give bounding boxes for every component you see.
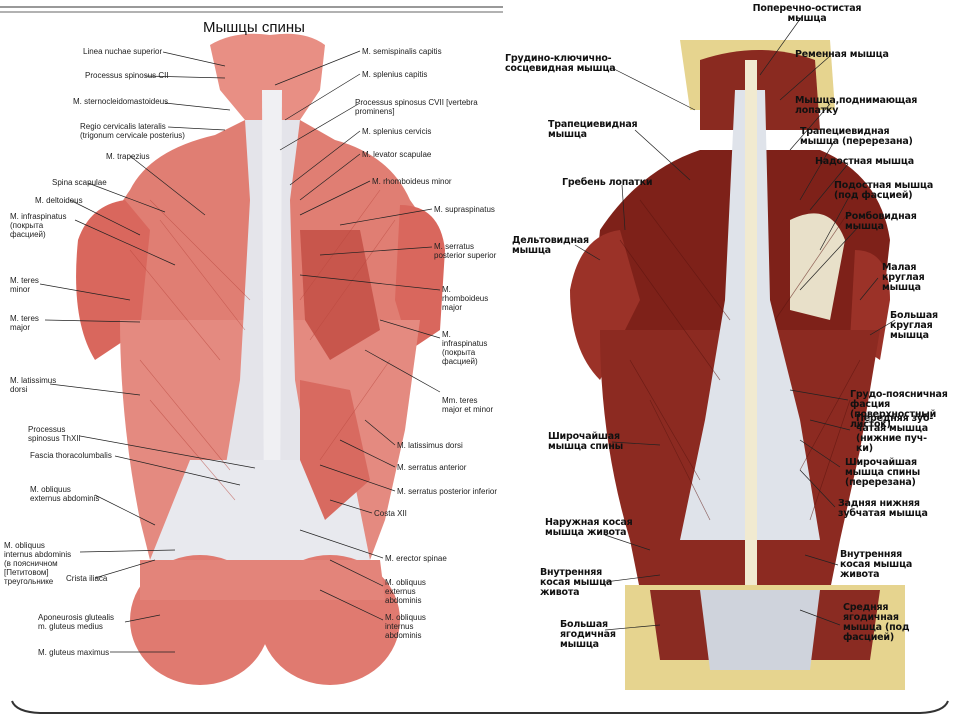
label-serratus-posterior-inferior: M. serratus posterior inferior <box>397 487 498 496</box>
label-processus-spinosus-c7: Processus spinosus CVII [vertebra promin… <box>355 98 478 116</box>
label-deltoideus: M. deltoideus <box>35 196 83 205</box>
label-obliquus-externus-left: M. obliquus externus abdominis <box>30 485 100 503</box>
label-bolshaya-yagodichnaya: Большая ягодичная мышца <box>560 619 616 650</box>
label-processus-spinosus-c2: Processus spinosus CII <box>85 71 169 80</box>
label-fascia-thoracolumbalis: Fascia thoracolumbalis <box>30 451 112 460</box>
label-grudo-poyasnichnaya-fasciya: Грудо-поясничная фасция (поверхностный л… <box>850 389 948 430</box>
label-grudino-klyuchichno: Грудино-ключично- сосцевидная мышца <box>505 53 616 74</box>
label-podostnaya: Подостная мышца (под фасцией) <box>834 180 934 201</box>
label-aponeurosis-glutealis: Aponeurosis glutealis m. gluteus medius <box>38 613 115 631</box>
label-spina-scapulae: Spina scapulae <box>52 178 107 187</box>
label-nadostnaya: Надостная мышца <box>815 156 914 167</box>
label-gluteus-maximus: M. gluteus maximus <box>38 648 110 657</box>
label-poperechno-ostistaya: Поперечно-остистая мышца <box>752 3 862 24</box>
label-obliquus-externus-right: M. obliquus externus abdominis <box>385 578 426 605</box>
label-rombovidnaya: Ромбовидная мышца <box>845 211 917 232</box>
left-figure-title: Мышцы спины <box>203 19 305 36</box>
label-crista-iliaca: Crista iliaca <box>66 574 108 583</box>
label-semispinalis-capitis: M. semispinalis capitis <box>362 47 442 56</box>
label-latissimus-right: M. latissimus dorsi <box>397 441 463 450</box>
label-remennaya: Ременная мышца <box>795 49 889 60</box>
label-greben-lopatki: Гребень лопатки <box>562 177 653 188</box>
label-srednyaya-yagodichnaya: Средняя ягодичная мышца (под фасцией) <box>843 602 910 643</box>
label-infraspinatus-right: M. infraspinatus (покрыта фасцией) <box>442 330 488 366</box>
label-erector-spinae: M. erector spinae <box>385 554 447 563</box>
label-serratus-anterior: M. serratus anterior <box>397 463 467 472</box>
label-linea-nuchae: Linea nuchae superior <box>83 47 163 56</box>
label-zadnyaya-nizhnyaya-zubchataya: Задняя нижняя зубчатая мышца <box>838 498 928 519</box>
label-shirochayshaya-left: Широчайшая мышца спины <box>548 431 624 452</box>
label-regio-cervicalis: Regio cervicalis lateralis (trigonum cer… <box>80 122 185 140</box>
label-podnimayushchaya-lopatku: Мышца,поднимающая лопатку <box>795 95 918 116</box>
label-supraspinatus: M. supraspinatus <box>434 205 495 214</box>
label-naruzhnaya-kosaya: Наружная косая мышца живота <box>545 517 633 538</box>
label-malaya-kruglaya: Малая круглая мышца <box>882 262 925 293</box>
label-obliquus-internus-right: M. obliquus internus abdominis <box>385 613 426 640</box>
label-perednyaya-zubchataya: Передняя зуб- чатая мышца (нижние пуч- к… <box>856 413 934 454</box>
label-splenius-capitis: M. splenius capitis <box>362 70 428 79</box>
label-trapeciya-right: Трапециевидная мышца (перерезана) <box>800 126 913 147</box>
label-processus-spinosus-th12: Processus spinosus ThXII <box>28 425 81 443</box>
label-rhomboideus-major: M. rhomboideus major <box>442 285 489 312</box>
label-costa-xii: Costa XII <box>374 509 407 518</box>
label-sternocleidomastoideus: M. sternocleidomastoideus <box>73 97 169 106</box>
label-rhomboideus-minor: M. rhomboideus minor <box>372 177 452 186</box>
label-vnutrennyaya-kosaya-right: Внутренняя косая мышца живота <box>840 549 913 580</box>
label-teres-major-et-minor: Mm. teres major et minor <box>442 396 494 414</box>
label-serratus-posterior-superior: M. serratus posterior superior <box>434 242 497 260</box>
label-teres-major: M. teres major <box>10 314 39 332</box>
label-levator-scapulae: M. levator scapulae <box>362 150 432 159</box>
label-deltovidnaya: Дельтовидная мышца <box>512 235 589 256</box>
label-bolshaya-kruglaya: Большая круглая мышца <box>890 310 938 341</box>
label-obliquus-internus-left: M. obliquus internus abdominis (в поясни… <box>4 541 72 586</box>
label-infraspinatus-left: M. infraspinatus (покрыта фасцией) <box>10 212 67 239</box>
label-shirochayshaya-right: Широчайшая мышца спины (перерезана) <box>845 457 921 488</box>
label-trapezius: M. trapezius <box>106 152 150 161</box>
label-trapeciya-left: Трапециевидная мышца <box>548 119 638 140</box>
label-teres-minor: M. teres minor <box>10 276 39 294</box>
label-splenius-cervicis: M. splenius cervicis <box>362 127 432 136</box>
label-latissimus-left: M. latissimus dorsi <box>10 376 57 394</box>
label-vnutrennyaya-kosaya-left: Внутренняя косая мышца живота <box>540 567 613 598</box>
